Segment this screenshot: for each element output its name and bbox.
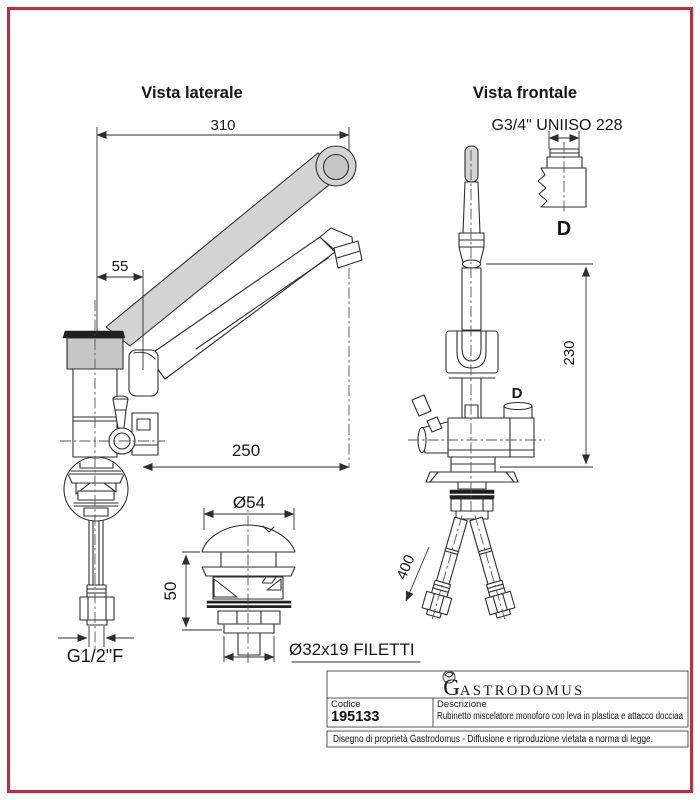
front-view-title: Vista frontale bbox=[473, 84, 577, 102]
handle-base-top bbox=[62, 330, 126, 339]
inlet-thread-label: G1/2"F bbox=[67, 646, 123, 666]
drain-thread-stub bbox=[237, 632, 261, 656]
mixer-body bbox=[447, 417, 535, 458]
mounting-flange bbox=[425, 471, 519, 483]
code-value: 195133 bbox=[331, 709, 379, 725]
detail-letter: D bbox=[557, 218, 571, 240]
logo-text: GASTRODOMUS bbox=[443, 675, 585, 700]
hose-right bbox=[469, 515, 516, 620]
dim-50: 50 bbox=[161, 582, 180, 601]
body-detail-letter: D bbox=[512, 385, 523, 402]
inlet-hose bbox=[79, 520, 115, 626]
mounting-detail-circle bbox=[63, 456, 129, 522]
hose-left bbox=[421, 515, 468, 620]
dim-55: 55 bbox=[112, 258, 129, 275]
title-block: GASTRODOMUS Codice 195133 Descrizione Ru… bbox=[326, 670, 689, 748]
side-view: 310 55 250 G1/2"F Vista laterale bbox=[58, 84, 363, 666]
code-label: Codice bbox=[331, 699, 361, 710]
drain-detail: Ø54 50 Ø32x19 FILETTI bbox=[161, 493, 421, 666]
thread-label: G3/4" UNIISO 228 bbox=[491, 117, 622, 134]
spout-joint bbox=[128, 349, 159, 397]
dim-400: 400 bbox=[393, 552, 418, 582]
side-view-title: Vista laterale bbox=[141, 84, 243, 102]
legal-notice: Disegno di proprietà Gastrodomus - Diffu… bbox=[333, 734, 653, 745]
drain-dome bbox=[201, 524, 296, 553]
diverter-knob bbox=[411, 394, 432, 417]
description-label: Descrizione bbox=[437, 699, 487, 710]
dim-230: 230 bbox=[561, 340, 578, 365]
front-view: D bbox=[393, 84, 623, 620]
drain-thread-label: Ø32x19 FILETTI bbox=[289, 640, 415, 659]
thread-detail: D G3/4" UNIISO 228 bbox=[491, 117, 622, 240]
description-value: Rubinetto miscelatore monoforo con leva … bbox=[437, 711, 683, 722]
handle-blade bbox=[464, 145, 479, 183]
riser-column bbox=[461, 267, 482, 331]
dim-250: 250 bbox=[232, 441, 260, 460]
dim-d54: Ø54 bbox=[233, 493, 265, 512]
dim-310: 310 bbox=[210, 117, 235, 134]
